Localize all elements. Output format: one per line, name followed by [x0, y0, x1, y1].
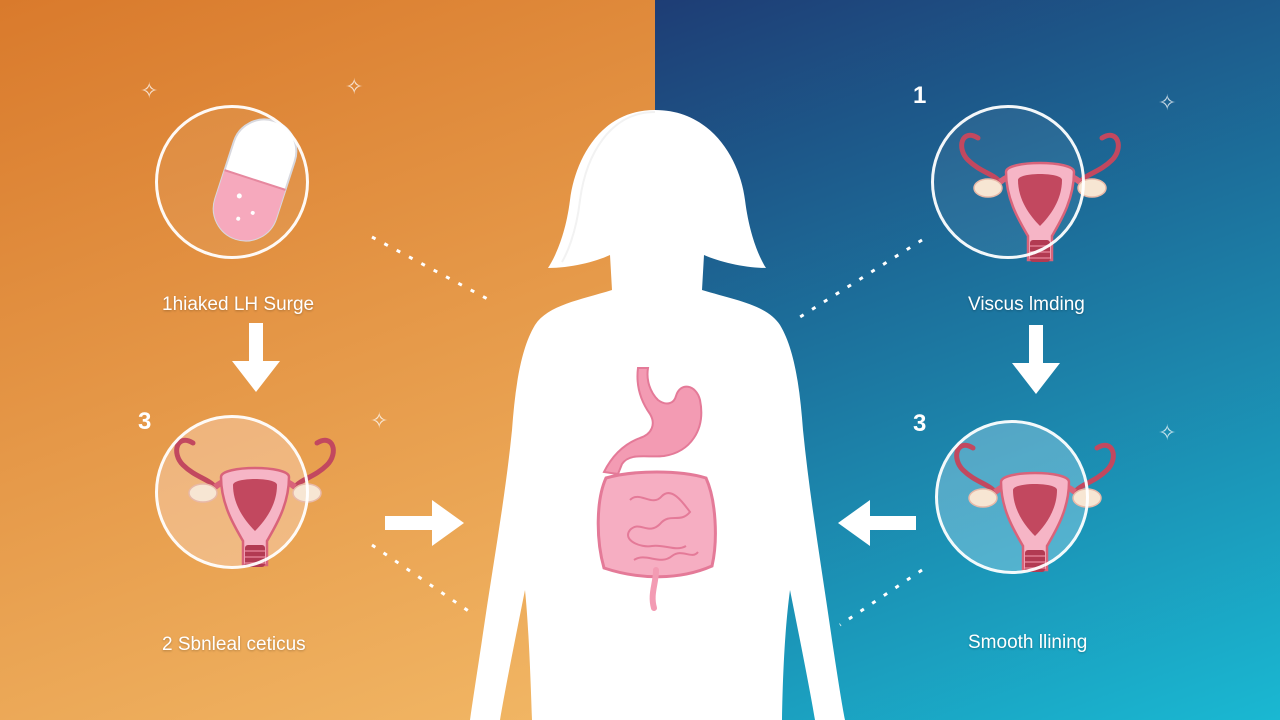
connector-dashed: [371, 235, 496, 305]
sparkle-icon: ✧: [1158, 420, 1177, 445]
left-top-label: 1hiaked LH Surge: [162, 294, 315, 315]
intestine-icon: [596, 470, 717, 611]
sparkle-icon: ✧: [370, 408, 389, 433]
step-circle: [155, 105, 309, 259]
right-top-number: 1: [913, 82, 927, 109]
left-bottom-label: 2 Sbnleal ceticus: [162, 634, 306, 655]
step-circle: [155, 415, 309, 569]
right-top-label: Viscus lmding: [968, 294, 1085, 315]
step-circle: [935, 420, 1089, 574]
right-bottom-label: Smooth llining: [968, 632, 1088, 653]
connector-dashed: [799, 238, 923, 319]
arrow-down-icon: [232, 323, 280, 392]
sparkle-icon: ✧: [140, 78, 159, 103]
sparkle-icon: ✧: [1158, 90, 1177, 115]
arrow-down-icon: [1012, 325, 1060, 394]
arrow-left-icon: [838, 500, 916, 546]
connector-dashed: [839, 568, 923, 627]
left-mid-number: 3: [138, 408, 152, 435]
right-mid-number: 3: [913, 410, 927, 437]
sparkle-icon: ✧: [345, 74, 364, 99]
step-circle: [931, 105, 1085, 259]
arrow-right-icon: [385, 500, 464, 546]
connector-dashed: [371, 543, 471, 614]
stomach-icon: [602, 367, 703, 476]
